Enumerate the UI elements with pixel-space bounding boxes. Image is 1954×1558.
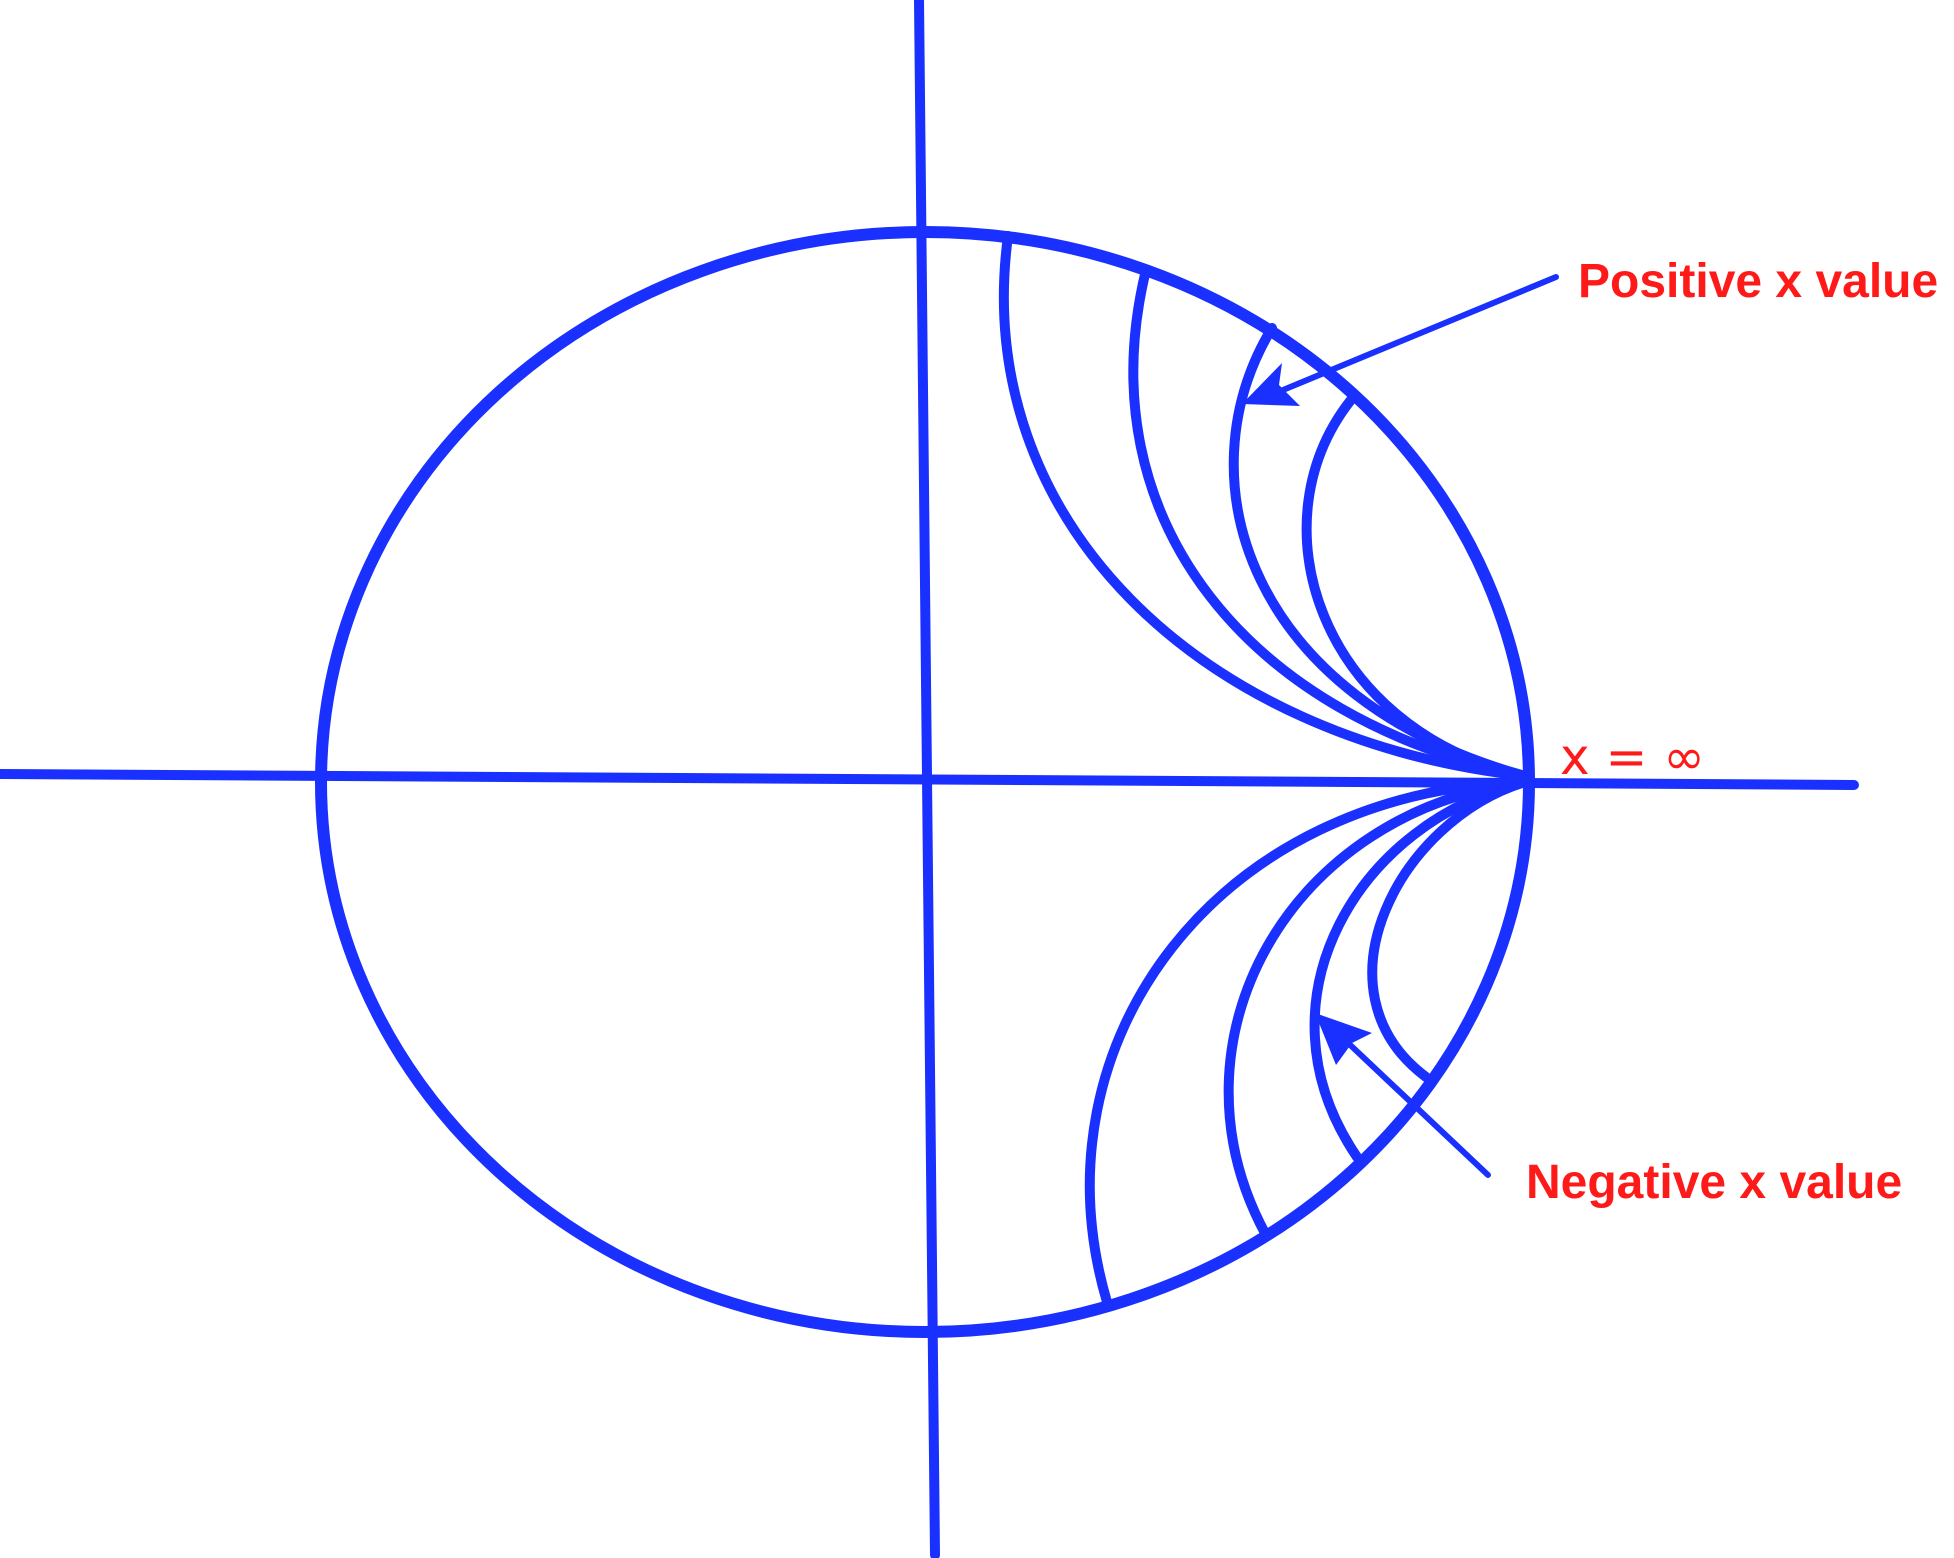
positive-arc-4 bbox=[1301, 390, 1530, 781]
infinity-x-label: x = ∞ bbox=[1560, 728, 1705, 786]
positive-arc-2 bbox=[1128, 265, 1530, 781]
positive-arc-1 bbox=[998, 231, 1530, 781]
negative-arc-3 bbox=[1309, 777, 1530, 1162]
vertical-axis bbox=[914, 0, 940, 1558]
positive-x-label: Positive x value bbox=[1578, 255, 1939, 308]
negative-arc-2 bbox=[1223, 777, 1530, 1240]
negative-x-label: Negative x value bbox=[1526, 1156, 1903, 1209]
positive-pointer-line bbox=[1280, 274, 1559, 393]
negative-pointer-line bbox=[1343, 1038, 1491, 1178]
negative-arc-4 bbox=[1367, 777, 1530, 1082]
negative-arrowhead-icon bbox=[1315, 1013, 1372, 1065]
positive-arrowhead-icon bbox=[1242, 363, 1300, 406]
negative-arc-1 bbox=[1085, 777, 1530, 1307]
